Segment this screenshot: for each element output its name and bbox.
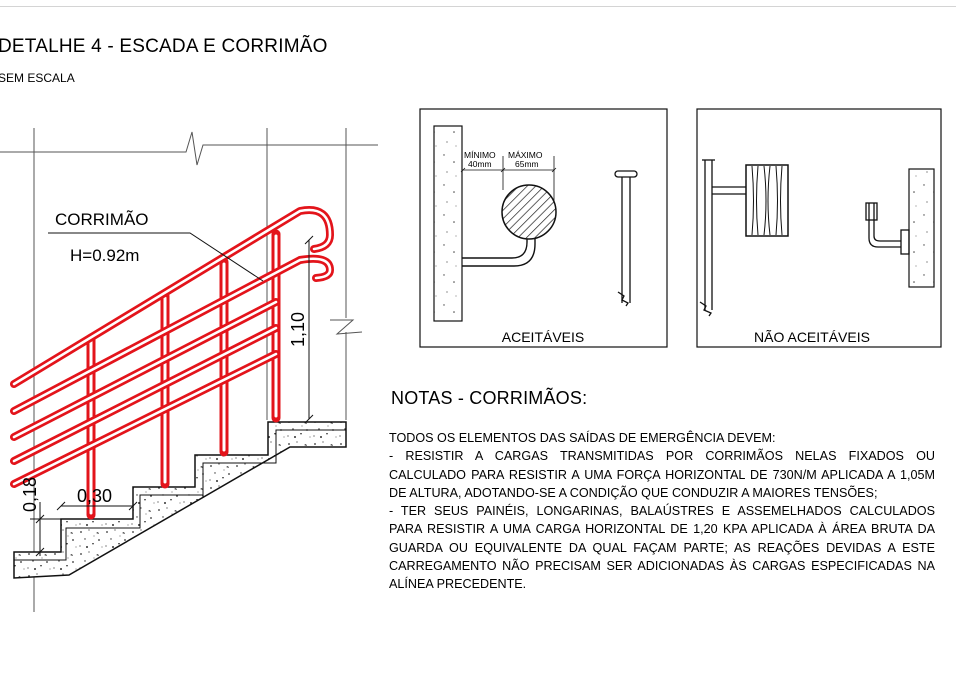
not-acceptable-frame bbox=[696, 108, 942, 348]
handrail-leader-line bbox=[48, 232, 264, 282]
notes-paragraph: TODOS OS ELEMENTOS DAS SAÍDAS DE EMERGÊN… bbox=[389, 431, 776, 445]
handrail-assembly bbox=[10, 206, 334, 520]
acceptable-wall bbox=[433, 125, 463, 322]
not-acceptable-label: NÃO ACEITÁVEIS bbox=[754, 329, 870, 345]
small-bracket-profile bbox=[865, 202, 910, 255]
notes-paragraph: - TER SEUS PAINÉIS, LONGARINAS, BALAÚSTR… bbox=[389, 504, 935, 592]
detail-title: DETALHE 4 - ESCADA E CORRIMÃO bbox=[0, 36, 328, 57]
min-value: 40mm bbox=[468, 159, 492, 169]
handrail-height-label: H=0.92m bbox=[70, 246, 139, 265]
stair-section: CORRIMÃO H=0.92m 1,10 0,18 0,30 bbox=[0, 128, 378, 612]
tread-dimension bbox=[56, 487, 138, 512]
acceptable-frame bbox=[419, 108, 668, 348]
not-acceptable-wall bbox=[908, 168, 935, 288]
round-handrail-profile bbox=[501, 184, 557, 240]
riser-dimension bbox=[30, 502, 61, 557]
handrail-label: CORRIMÃO bbox=[55, 210, 149, 229]
riser-dim-text: 0,18 bbox=[20, 477, 40, 512]
rail-height-dim-text: 1,10 bbox=[288, 312, 308, 347]
stair-concrete bbox=[13, 421, 347, 579]
acceptable-label: ACEITÁVEIS bbox=[502, 329, 584, 345]
not-acceptable-post bbox=[699, 159, 746, 317]
stair-nosing-line bbox=[14, 429, 346, 561]
not-acceptable-profiles-panel: NÃO ACEITÁVEIS bbox=[696, 108, 942, 348]
scale-note: SEM ESCALA bbox=[0, 71, 75, 85]
max-label: MÁXIMO bbox=[508, 150, 543, 160]
notes-title: NOTAS - CORRIMÃOS: bbox=[391, 388, 588, 408]
notes-body: TODOS OS ELEMENTOS DAS SAÍDAS DE EMERGÊN… bbox=[389, 429, 935, 594]
tread-dim-text: 0,30 bbox=[77, 486, 112, 506]
acceptable-bracket bbox=[462, 230, 536, 267]
acceptable-profiles-panel: MÍNIMO 40mm MÁXIMO 65mm ACEITÁVEIS bbox=[419, 108, 668, 348]
min-label: MÍNIMO bbox=[464, 150, 496, 160]
min-max-dimensions bbox=[460, 156, 557, 216]
square-handrail-grain bbox=[751, 165, 783, 236]
top-border-line bbox=[0, 6, 956, 7]
acceptable-baluster bbox=[614, 170, 638, 307]
max-value: 65mm bbox=[515, 159, 539, 169]
notes-paragraph: - RESISTIR A CARGAS TRANSMITIDAS POR COR… bbox=[389, 449, 935, 500]
rail-height-dimension bbox=[304, 235, 314, 424]
